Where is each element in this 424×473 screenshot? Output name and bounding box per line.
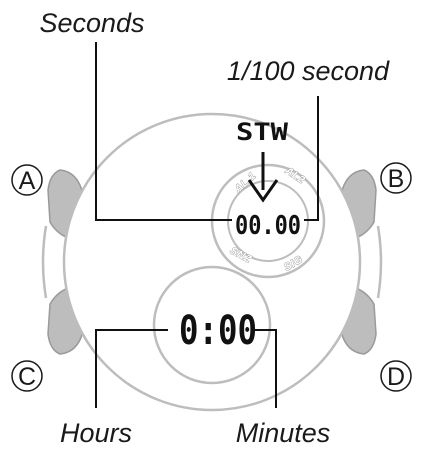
hours-leader-line (95, 329, 168, 408)
button-d-circle (380, 360, 412, 392)
button-c-marker: C (11, 360, 43, 392)
mode-label: STW (236, 118, 289, 146)
lower-subdial-ring (152, 265, 272, 385)
button-d-letter: D (387, 363, 405, 391)
upper-display-value: 00.00 (235, 211, 301, 241)
button-c-letter: C (18, 363, 36, 391)
button-b-circle (380, 162, 412, 194)
seconds-label: Seconds (39, 8, 144, 38)
button-d-marker: D (380, 360, 412, 392)
button-a-letter: A (19, 167, 36, 195)
hundredths-leader-line (304, 96, 319, 221)
minutes-leader-line (254, 329, 277, 408)
mode-arrow-head (247, 179, 279, 203)
button-b-marker: B (380, 162, 412, 194)
button-a-circle (11, 164, 43, 196)
button-c-circle (11, 360, 43, 392)
lower-display-value: 0:00 (179, 308, 257, 354)
seconds-leader-line (95, 42, 232, 221)
hundredths-label: 1/100 second (227, 56, 390, 86)
case-edge-right (376, 225, 383, 299)
hours-label: Hours (60, 418, 132, 448)
button-a-marker: A (11, 164, 43, 196)
case-edge-left (41, 225, 48, 299)
minutes-label: Minutes (236, 418, 331, 448)
button-b-letter: B (388, 165, 405, 193)
